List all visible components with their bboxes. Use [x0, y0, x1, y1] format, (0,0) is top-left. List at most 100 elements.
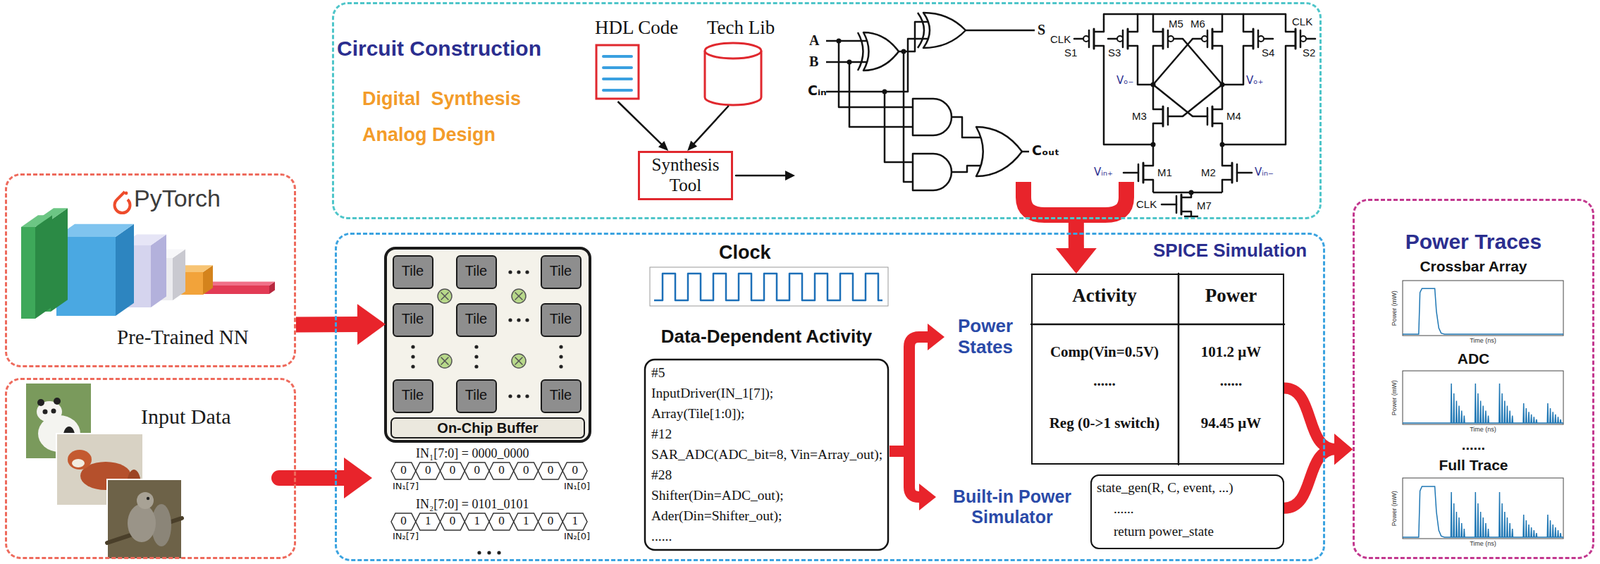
junction: [1151, 142, 1156, 148]
chip: On-Chip BufferTileTileTileTileTileTileTi…: [385, 248, 590, 442]
connector-arrow: [1055, 219, 1097, 274]
power-trace: [1402, 288, 1564, 335]
node-text: Tile: [549, 310, 572, 328]
layer-side: [172, 248, 186, 301]
label-text: S2: [1302, 46, 1316, 59]
bit-cell: [513, 462, 539, 480]
supply-wire: [1152, 14, 1155, 20]
label-text: M5: [1168, 17, 1184, 30]
bit-cell: [538, 513, 564, 531]
node-text: Activity: [1072, 284, 1137, 307]
label-text: M4: [1226, 109, 1242, 122]
ellipsis-dot: [525, 394, 529, 398]
ellipsis-dot: [508, 269, 512, 274]
label-text: M3: [1131, 109, 1147, 122]
node-text: Tile: [401, 262, 424, 280]
junction: [847, 59, 853, 65]
node-text: ......: [1113, 501, 1135, 517]
squirrel-head: [136, 491, 154, 509]
node-text: Tile: [549, 262, 572, 280]
label-text: Cᵢₙ: [807, 83, 827, 99]
wire: [965, 29, 1035, 32]
connector-line: [692, 105, 729, 145]
wire: [1022, 150, 1030, 153]
label-text: S: [1037, 21, 1046, 39]
hdl-code-icon: HDL Code: [592, 15, 700, 102]
tile: Tile: [456, 255, 497, 289]
transistor-terminal: [1093, 45, 1104, 59]
model-panel: PyTorchPre-Trained NN: [4, 173, 297, 368]
xor-gate: [923, 12, 966, 48]
gate-lead: [1192, 115, 1208, 118]
ellipsis-dot: [525, 317, 529, 322]
node-text: Tile: [465, 262, 488, 280]
node-text: Crossbar Array: [1419, 257, 1527, 275]
arrowhead: [1055, 248, 1097, 274]
connector-line: [1068, 219, 1085, 250]
gate-lead: [1263, 38, 1273, 41]
tile: Tile: [392, 303, 434, 337]
ellipsis-dot: [474, 344, 478, 349]
gate-lead: [1306, 38, 1316, 41]
label-text: Vₒ₊: [1246, 74, 1264, 87]
label-text: Power (mW): [1390, 379, 1398, 416]
node-text: Synthesis Tool: [640, 155, 731, 196]
label-text: M6: [1190, 17, 1206, 30]
node-text: 101.2 µW: [1201, 343, 1262, 361]
document-line: [603, 66, 632, 70]
power-simulator-box: state_gen(R, C, event, ...)......return …: [1090, 474, 1285, 550]
or-gate: [976, 126, 1023, 177]
junction: [882, 89, 888, 95]
node-text: SAR_ADC(ADC_bit=8, Vin=Array_out);: [651, 446, 883, 463]
xor-gate: [863, 32, 899, 71]
panda-eye: [51, 408, 57, 414]
transistor-terminal: [1143, 179, 1154, 193]
table-rule: [1177, 273, 1180, 465]
tile: Tile: [456, 303, 497, 337]
router-node: [437, 288, 452, 304]
label-text: M7: [1196, 199, 1212, 212]
transistor-terminal: [1153, 45, 1163, 59]
node-text: Tile: [401, 310, 424, 328]
bit-cell: [440, 462, 466, 480]
label-text: IN₁[0]: [563, 481, 590, 492]
layer-side: [50, 207, 68, 312]
wire: [1222, 58, 1244, 85]
synthesis-output-arrow: [735, 174, 787, 177]
activity-code-box: Data-Dependent Activity#5InputDriver(IN_…: [644, 326, 889, 550]
label-text: Power (mW): [1390, 290, 1398, 326]
transistor-terminal: [1153, 19, 1163, 32]
bit-cell: [489, 513, 514, 531]
node-text: Digital Synthesis: [362, 88, 521, 110]
node-text: state_gen(R, C, event, ...): [1096, 480, 1234, 496]
bit-cell: [391, 462, 416, 480]
transistor-terminal: [1153, 123, 1163, 137]
squirrel-photo: [107, 479, 182, 559]
label-text: IN₂[7]: [392, 531, 419, 543]
circuit-panel: Circuit ConstructionDigital SynthesisAna…: [331, 2, 1322, 220]
document-line: [603, 88, 632, 92]
buffer-band: [391, 417, 585, 438]
label-text: 0: [547, 513, 555, 528]
junction: [1189, 190, 1195, 196]
arrowhead: [687, 140, 698, 151]
layer-top: [204, 281, 275, 286]
label-text: Time (ns): [1469, 425, 1497, 433]
gate-lead: [1167, 115, 1183, 118]
connector-arrow: [617, 101, 669, 151]
gate-lead: [1074, 38, 1084, 41]
node-text: Tile: [549, 386, 572, 404]
tech-lib-icon: Tech Lib: [703, 15, 783, 106]
label-text: Time (ns): [1469, 336, 1497, 344]
node-text: ......: [1220, 372, 1243, 390]
panda-ear: [53, 397, 61, 405]
transistor-terminal: [1127, 19, 1138, 32]
router-node: [511, 288, 526, 304]
plot-frame: [1402, 477, 1564, 539]
layer-top: [56, 224, 134, 237]
label-text: 0: [449, 513, 457, 528]
transistor-terminal: [1243, 19, 1254, 32]
power-traces-panel: Power TracesCrossbar ArrayADC......Full …: [1352, 198, 1595, 559]
